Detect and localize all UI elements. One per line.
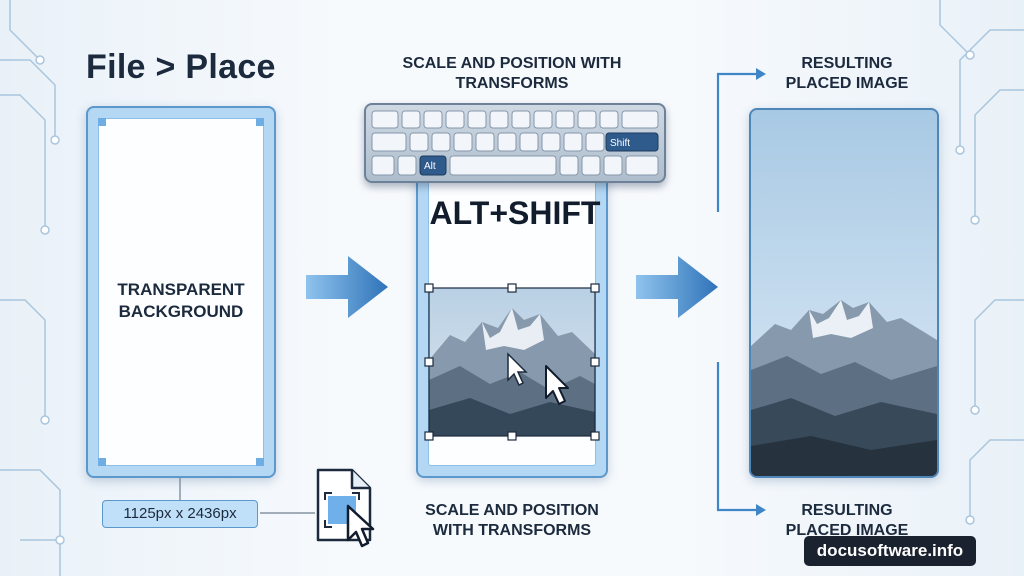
mouse-pointer-icon xyxy=(346,504,375,548)
dimensions-badge: 1125px x 2436px xyxy=(102,500,258,528)
frame-corner xyxy=(256,118,264,126)
caption-line: WITH TRANSFORMS xyxy=(432,522,592,539)
mouse-pointer-icon xyxy=(545,365,569,405)
keyboard: Shift Alt xyxy=(364,103,666,183)
alt-key xyxy=(419,155,447,176)
caption-connector xyxy=(716,68,766,516)
caption-line: SCALE AND POSITION xyxy=(425,502,599,519)
arrow-right-icon xyxy=(306,256,388,318)
result-image xyxy=(751,300,937,476)
caption-middle-top: SCALE AND POSITION WITH TRANSFORMS xyxy=(372,54,652,94)
dimension-connector xyxy=(179,478,315,514)
transform-image xyxy=(424,283,600,441)
caption-line: PLACED IMAGE xyxy=(785,75,909,92)
caption-line: RESULTING xyxy=(801,55,893,72)
caption-line: SCALE AND POSITION WITH xyxy=(402,55,622,72)
transparent-canvas: TRANSPARENT BACKGROUND xyxy=(98,118,264,466)
result-frame xyxy=(749,108,939,478)
alt-key-label: Alt xyxy=(424,161,436,172)
caption-right-bottom: RESULTING PLACED IMAGE xyxy=(752,501,942,541)
place-file-icon xyxy=(316,468,375,548)
label-line: TRANSPARENT xyxy=(117,280,245,299)
watermark: docusoftware.info xyxy=(804,536,976,566)
shift-key-label: Shift xyxy=(610,138,630,149)
caption-line: TRANSFORMS xyxy=(455,75,569,92)
label-line: BACKGROUND xyxy=(118,302,244,321)
frame-corner xyxy=(98,458,106,466)
page-title: File > Place xyxy=(86,48,276,86)
shift-key xyxy=(605,132,659,152)
caption-right-top: RESULTING PLACED IMAGE xyxy=(752,54,942,94)
frame-corner xyxy=(98,118,106,126)
arrow-right-icon xyxy=(636,256,718,318)
transparent-background-label: TRANSPARENT BACKGROUND xyxy=(99,279,263,323)
caption-line: PLACED IMAGE xyxy=(785,522,909,539)
move-cursor-icon xyxy=(507,352,528,387)
shortcut-label: ALT+SHIFT xyxy=(429,195,601,231)
keyboard-keys: Shift Alt xyxy=(371,110,659,176)
transform-handle xyxy=(424,283,600,441)
caption-line: RESULTING xyxy=(801,502,893,519)
caption-middle-bottom: SCALE AND POSITION WITH TRANSFORMS xyxy=(392,501,632,541)
frame-corner xyxy=(256,458,264,466)
document-frame: TRANSPARENT BACKGROUND xyxy=(86,106,276,478)
